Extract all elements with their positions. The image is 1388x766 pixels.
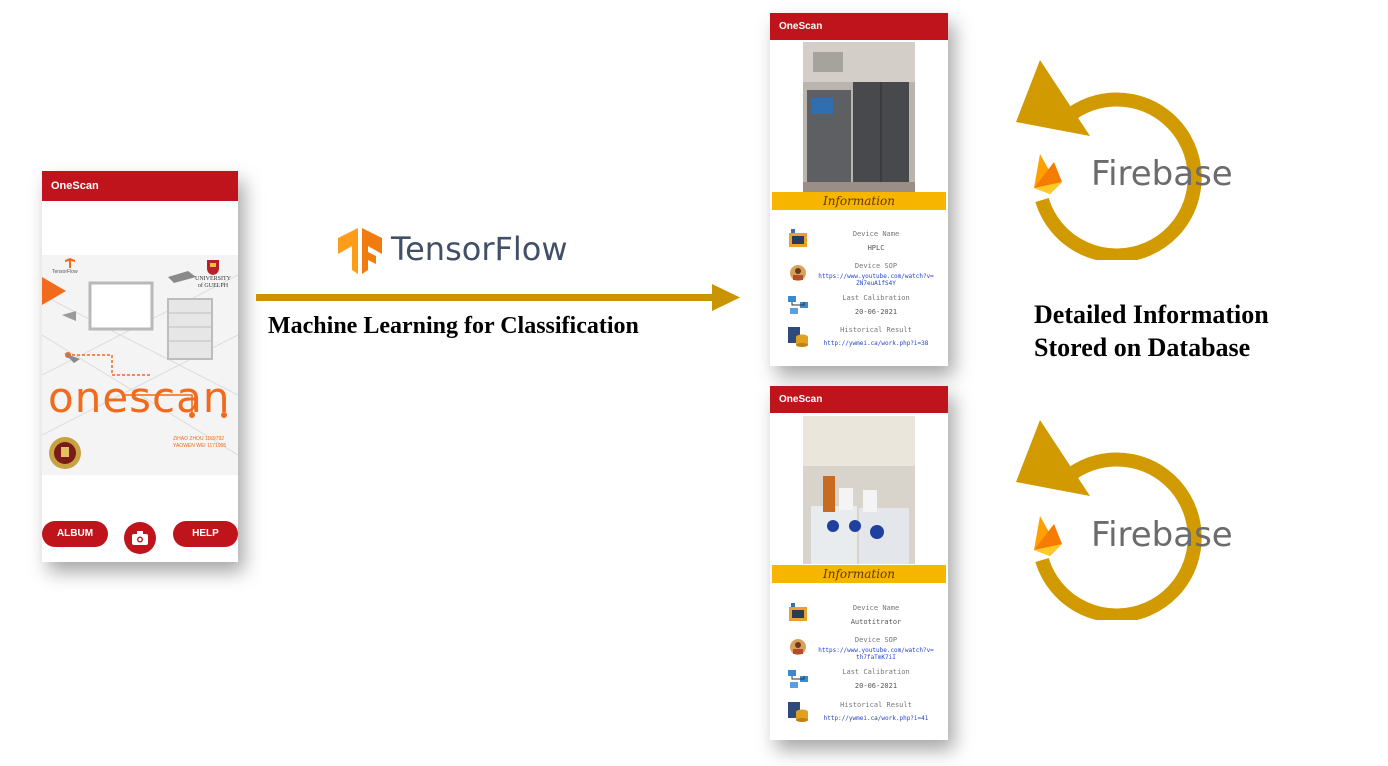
historical-result-label: Historical Result (840, 701, 912, 709)
firebase-wordmark: Firebase (1091, 515, 1233, 555)
splash-illustration (42, 255, 238, 475)
historical-result-link[interactable]: http://ywmei.ca/work.php?i=38 (823, 340, 929, 347)
result-phone-hplc: OneScan Information Device Name HPLC Dev… (770, 13, 948, 366)
university-crest-icon (207, 260, 219, 275)
tensorflow-logo-icon (338, 228, 382, 274)
info-header: Information (772, 565, 946, 583)
tensorflow-wordmark: TensorFlow (391, 230, 568, 268)
calibration-date: 20-06-2021 (854, 682, 898, 690)
historical-result-icon (788, 702, 808, 722)
credits-line-2: YAOWEN WEI 1171905 (173, 443, 227, 449)
device-name-label: Device Name (852, 604, 900, 612)
tensorflow-small-logo: TensorFlow (50, 258, 90, 278)
app-title: OneScan (779, 394, 823, 405)
help-button-label: HELP (192, 528, 219, 539)
app-title: OneScan (51, 180, 99, 192)
album-button-label: ALBUM (56, 528, 94, 539)
calibration-icon (788, 670, 808, 688)
historical-result-icon (788, 327, 808, 347)
device-photo-hplc (803, 42, 915, 192)
historical-result-link[interactable]: http://ywmei.ca/work.php?i=41 (823, 715, 929, 722)
device-name-label: Device Name (852, 230, 900, 238)
main-phone-screen: OneScan TensorFlow (42, 171, 238, 562)
onescan-logo: onescan (48, 373, 231, 422)
sync-cycle-arrow-icon (1016, 420, 1202, 620)
university-logo: UNIVERSITY of GUELPH (192, 259, 234, 299)
device-name-icon (789, 603, 807, 621)
album-button[interactable]: ALBUM (42, 521, 108, 547)
device-sop-icon (790, 639, 806, 655)
device-photo-autotitrator (803, 416, 915, 564)
device-name-value: Autotitrator (850, 618, 902, 626)
device-sop-link-line1[interactable]: https://www.youtube.com/watch?v= (818, 647, 934, 654)
device-sop-icon (790, 265, 806, 281)
app-bar: OneScan (770, 386, 948, 413)
calibration-icon (788, 296, 808, 314)
firebase-flame-icon (1034, 516, 1062, 556)
help-button[interactable]: HELP (173, 521, 238, 547)
result-phone-autotitrator: OneScan Information Device Name Autotitr… (770, 386, 948, 740)
device-sop-link-line2[interactable]: th7faTmK7iI (856, 654, 896, 661)
device-sop-link-line2[interactable]: ZN7euA1fS4Y (856, 280, 896, 287)
firebase-wordmark: Firebase (1091, 154, 1233, 194)
university-name: UNIVERSITY of GUELPH (195, 276, 231, 289)
tensorflow-small-text: TensorFlow (52, 269, 78, 275)
arrow-caption: Machine Learning for Classification (268, 313, 639, 339)
calibration-label: Last Calibration (842, 668, 910, 676)
device-sop-label: Device SOP (854, 262, 898, 270)
historical-result-label: Historical Result (840, 326, 912, 334)
info-header: Information (772, 192, 946, 210)
camera-icon (132, 531, 148, 545)
calibration-label: Last Calibration (842, 294, 910, 302)
app-title: OneScan (779, 21, 823, 32)
device-sop-link-line1[interactable]: https://www.youtube.com/watch?v= (818, 273, 934, 280)
credits-line-1: ZiHAO ZHOU 1169792 (173, 436, 225, 442)
database-caption-line-2: Stored on Database (1034, 333, 1251, 362)
app-bar: OneScan (770, 13, 948, 40)
camera-button[interactable] (124, 522, 156, 554)
database-caption-line-1: Detailed Information (1034, 300, 1269, 329)
app-bar: OneScan (42, 171, 238, 201)
device-name-icon (789, 229, 807, 247)
device-sop-label: Device SOP (854, 636, 898, 644)
flow-arrow (256, 284, 740, 311)
device-name-value: HPLC (867, 244, 885, 252)
college-crest-icon (49, 437, 81, 469)
firebase-flame-icon (1034, 154, 1062, 194)
sync-cycle-arrow-icon (1016, 60, 1202, 260)
calibration-date: 20-06-2021 (854, 308, 898, 316)
tensorflow-icon (65, 258, 75, 268)
